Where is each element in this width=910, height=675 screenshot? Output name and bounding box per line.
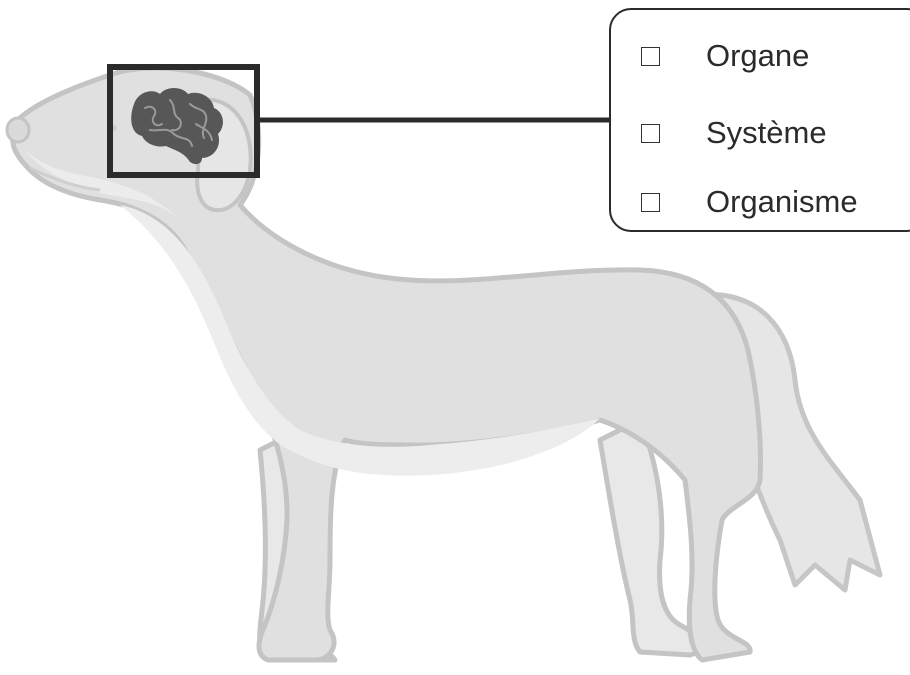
- option-organe[interactable]: Organe: [611, 36, 809, 76]
- dog-nose: [7, 118, 29, 142]
- option-systeme[interactable]: Système: [611, 113, 827, 153]
- option-organisme[interactable]: Organisme: [611, 182, 858, 222]
- option-label: Organisme: [706, 184, 858, 220]
- option-label: Organe: [706, 38, 809, 74]
- checkbox-systeme[interactable]: [641, 124, 660, 143]
- option-label: Système: [706, 115, 827, 151]
- checkbox-organe[interactable]: [641, 47, 660, 66]
- checkbox-organisme[interactable]: [641, 193, 660, 212]
- answer-options-box: Organe Système Organisme: [609, 8, 910, 232]
